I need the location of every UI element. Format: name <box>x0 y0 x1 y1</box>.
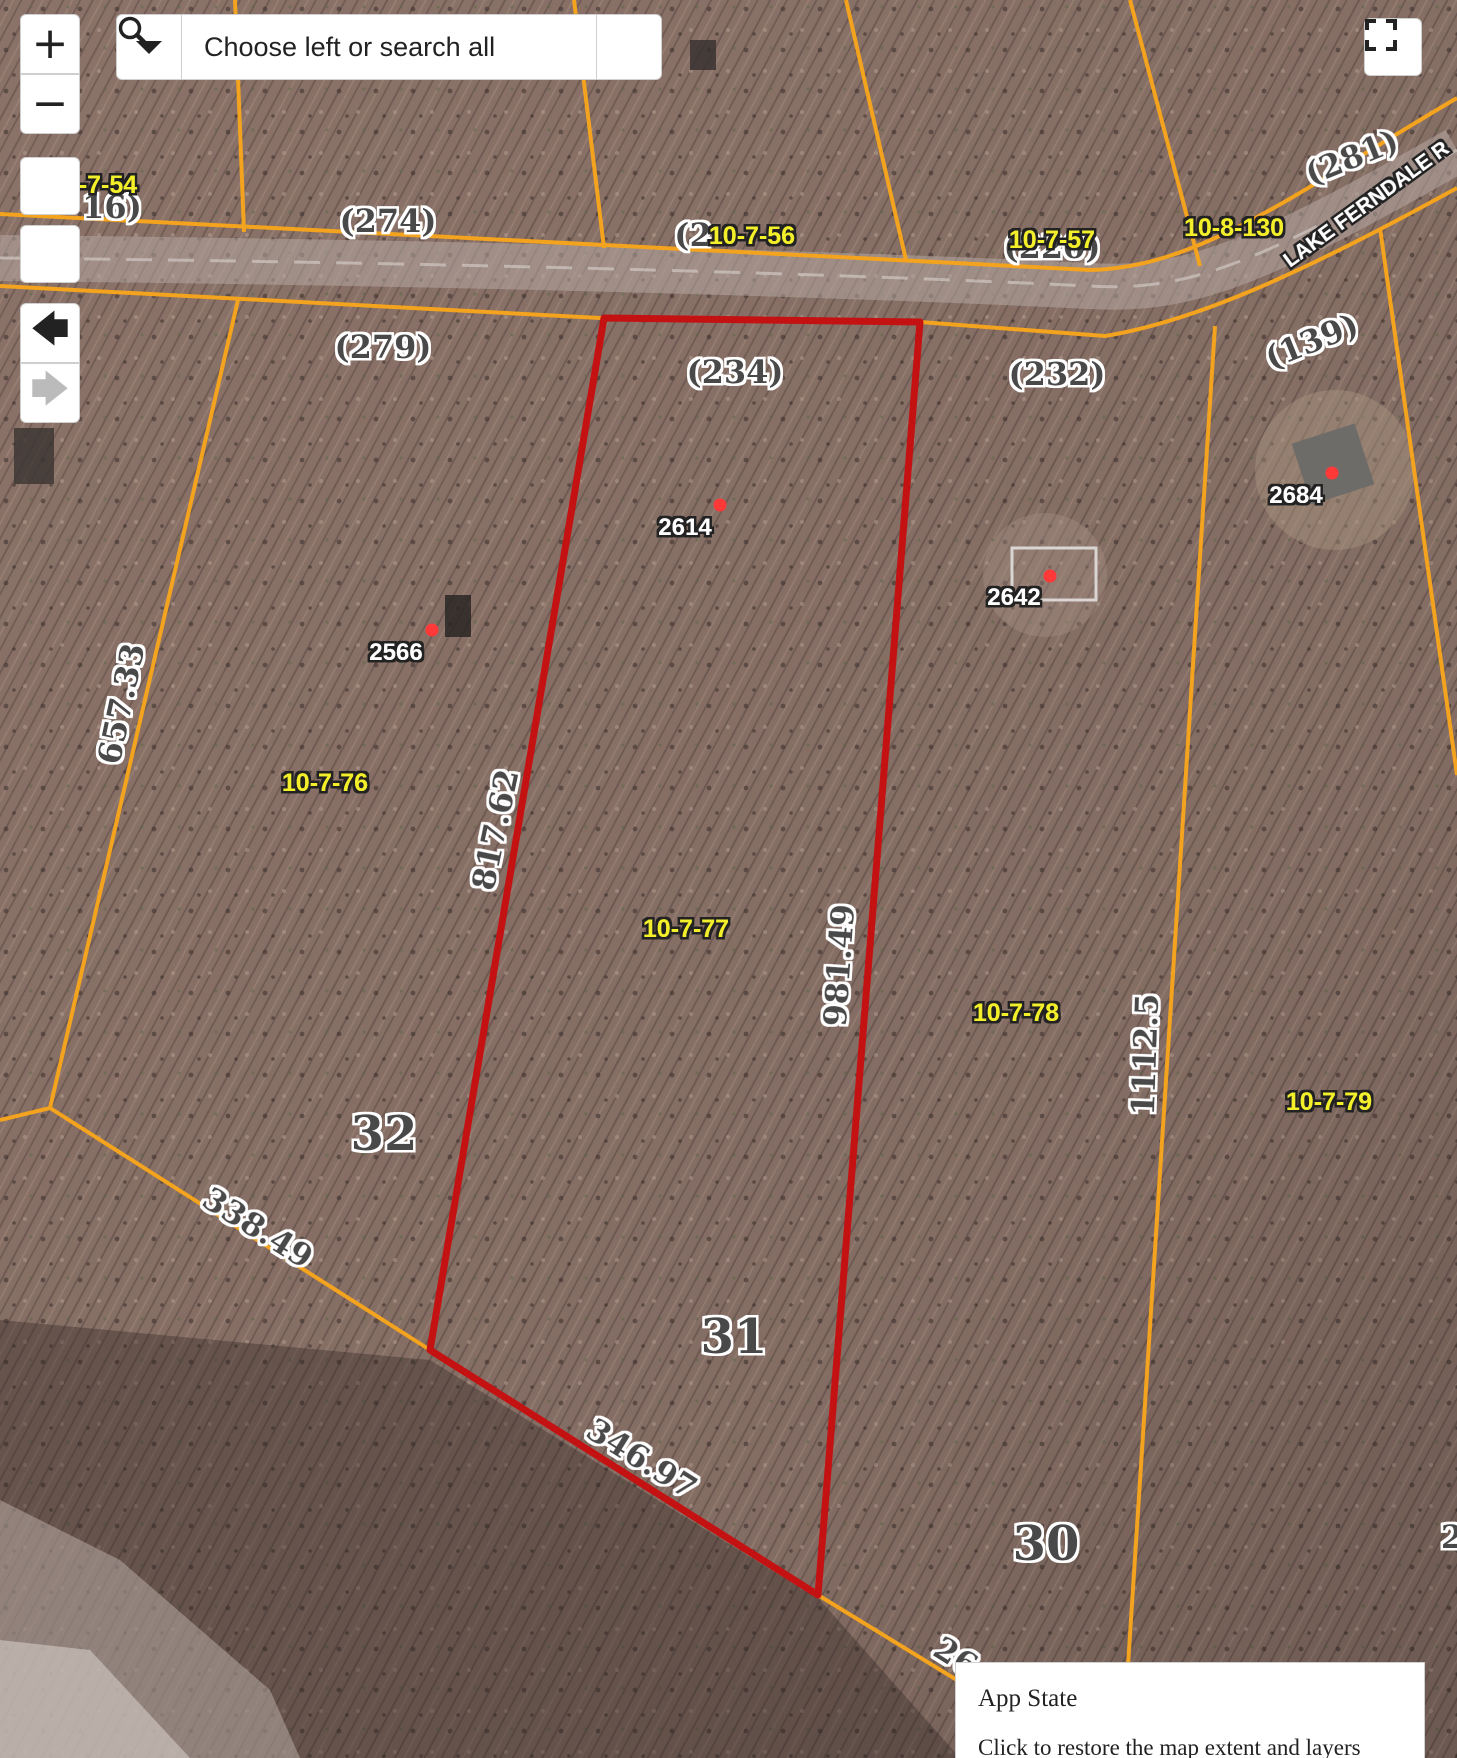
fullscreen-button[interactable] <box>1364 18 1422 76</box>
search-icon <box>118 16 151 49</box>
road-centerline <box>0 148 1457 289</box>
dimension-label: 1112.5 <box>1124 993 1166 1117</box>
app-state-title: App State <box>978 1685 1078 1712</box>
parcel-id-label: 10-7-78 <box>973 999 1059 1027</box>
building <box>1010 546 1098 602</box>
previous-extent-button[interactable]: 🡄 <box>20 303 80 363</box>
arrow-right-icon: 🡆 <box>30 366 70 411</box>
address-label: 2566 <box>369 639 422 666</box>
parcel-line <box>816 1593 967 1687</box>
parcel-line <box>1120 325 1217 1758</box>
house-number-label: (220) <box>1003 228 1100 266</box>
house-number-label: 16) <box>82 188 142 226</box>
next-extent-button[interactable]: 🡆 <box>20 363 80 423</box>
zoom-in-button[interactable]: + <box>20 14 80 74</box>
parcel-id-label: 10-8-130 <box>1184 214 1284 242</box>
lot-number-label: 31 <box>701 1309 768 1365</box>
address-label: 2614 <box>658 514 712 541</box>
arrow-left-icon: 🡄 <box>30 306 70 351</box>
parcel-line <box>844 0 908 261</box>
parcel-id-label: 10-7-79 <box>1286 1088 1372 1116</box>
building <box>1291 423 1375 505</box>
parcel-id-label: 10-7-56 <box>709 222 795 250</box>
app-state-description: Click to restore the map extent and laye… <box>978 1735 1361 1758</box>
dimension-label: 2 <box>1441 1518 1457 1556</box>
map-tool-button[interactable] <box>20 225 80 283</box>
map-tool-button[interactable] <box>20 157 80 215</box>
app-state-panel[interactable]: App State Click to restore the map exten… <box>955 1662 1425 1758</box>
house-number-label: (2 <box>674 216 711 254</box>
search-input[interactable] <box>182 15 596 79</box>
parcel-line <box>0 1105 432 1352</box>
building <box>445 595 471 637</box>
parcel-line <box>0 186 1457 339</box>
fullscreen-icon <box>1365 19 1397 51</box>
dimension-label: 981.49 <box>816 903 862 1028</box>
minus-icon: − <box>31 78 69 129</box>
house-number-label: (234) <box>686 353 783 391</box>
lot-number-label: 32 <box>351 1106 418 1162</box>
search-button[interactable] <box>118 15 661 79</box>
parcel-id-label: 10-7-57 <box>1009 226 1095 254</box>
house-number-label: (232) <box>1008 355 1105 393</box>
house-number-label: (279) <box>334 328 431 366</box>
building <box>690 40 716 70</box>
address-point <box>1043 569 1057 583</box>
address-points <box>425 466 1339 637</box>
selected-parcel-outline[interactable] <box>426 314 924 1599</box>
parcel-line <box>1128 0 1202 267</box>
parcel-id-label: -7-54 <box>79 171 137 199</box>
search-bar <box>116 14 662 80</box>
address-label: 2642 <box>987 584 1040 611</box>
parcel-line <box>1378 227 1457 776</box>
house-number-label: (274) <box>339 202 436 240</box>
dark-woods-area <box>0 1320 960 1758</box>
bare-ground-strip <box>0 1640 190 1758</box>
parcel-line <box>48 299 240 1109</box>
parcel-id-label: 10-7-76 <box>282 769 368 797</box>
address-point <box>425 623 439 637</box>
zoom-out-button[interactable]: − <box>20 74 80 134</box>
address-point <box>713 498 727 512</box>
parcel-id-label: 10-7-77 <box>643 915 729 943</box>
parcel-line <box>0 96 1457 273</box>
building <box>14 428 54 484</box>
address-label: 2684 <box>1269 482 1323 509</box>
lot-number-label: 30 <box>1013 1516 1080 1572</box>
plus-icon: + <box>31 18 69 69</box>
address-point <box>1325 466 1339 480</box>
